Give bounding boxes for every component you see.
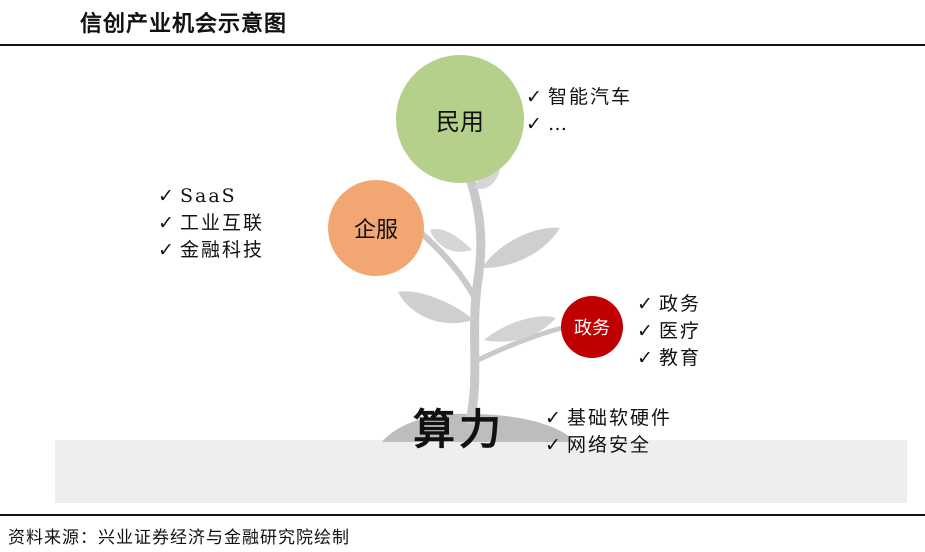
enterprise-label: 企服 <box>353 218 398 243</box>
civil-label: 民用 <box>436 107 484 136</box>
check-icon: ✓ <box>545 407 563 429</box>
branch-government <box>476 325 563 363</box>
soil-mound <box>382 413 575 442</box>
civil-node: 民用 <box>396 55 524 183</box>
list-item: ✓智能汽车 <box>526 84 632 111</box>
civil-list: ✓智能汽车 ✓… <box>526 84 632 138</box>
check-icon: ✓ <box>637 293 655 315</box>
leaf-right-upper <box>482 227 560 268</box>
leaf-left-lower <box>398 291 474 324</box>
list-item: ✓基础软硬件 <box>545 405 672 432</box>
government-list: ✓政务 ✓医疗 ✓教育 <box>637 291 701 372</box>
check-icon: ✓ <box>526 113 544 135</box>
check-icon: ✓ <box>637 347 655 369</box>
source-note: 资料来源：兴业证券经济与金融研究院绘制 <box>8 528 350 548</box>
plant-stem <box>465 173 486 425</box>
enterprise-list: ✓SaaS ✓工业互联 ✓金融科技 <box>158 183 264 264</box>
check-icon: ✓ <box>545 434 563 456</box>
bottom-divider <box>0 514 925 516</box>
list-item: ✓政务 <box>637 291 701 318</box>
list-item: ✓… <box>526 111 632 138</box>
ground-band <box>55 440 907 503</box>
enterprise-node: 企服 <box>328 180 424 276</box>
list-item: ✓SaaS <box>158 183 264 210</box>
list-item: ✓教育 <box>637 345 701 372</box>
list-item: ✓网络安全 <box>545 432 672 459</box>
check-icon: ✓ <box>158 239 176 261</box>
compute-label: 算力 <box>413 405 506 454</box>
government-label: 政务 <box>574 318 610 339</box>
compute-list: ✓基础软硬件 ✓网络安全 <box>545 405 672 459</box>
leaf-top <box>474 169 500 190</box>
check-icon: ✓ <box>158 212 176 234</box>
top-divider <box>0 44 925 46</box>
check-icon: ✓ <box>526 86 544 108</box>
leaf-left-mid <box>430 228 472 252</box>
check-icon: ✓ <box>637 320 655 342</box>
page-title: 信创产业机会示意图 <box>80 11 288 37</box>
list-item: ✓金融科技 <box>158 237 264 264</box>
government-node: 政务 <box>561 296 623 358</box>
check-icon: ✓ <box>158 185 176 207</box>
leaf-right-lower <box>484 316 556 342</box>
branch-enterprise <box>417 229 479 302</box>
list-item: ✓工业互联 <box>158 210 264 237</box>
list-item: ✓医疗 <box>637 318 701 345</box>
